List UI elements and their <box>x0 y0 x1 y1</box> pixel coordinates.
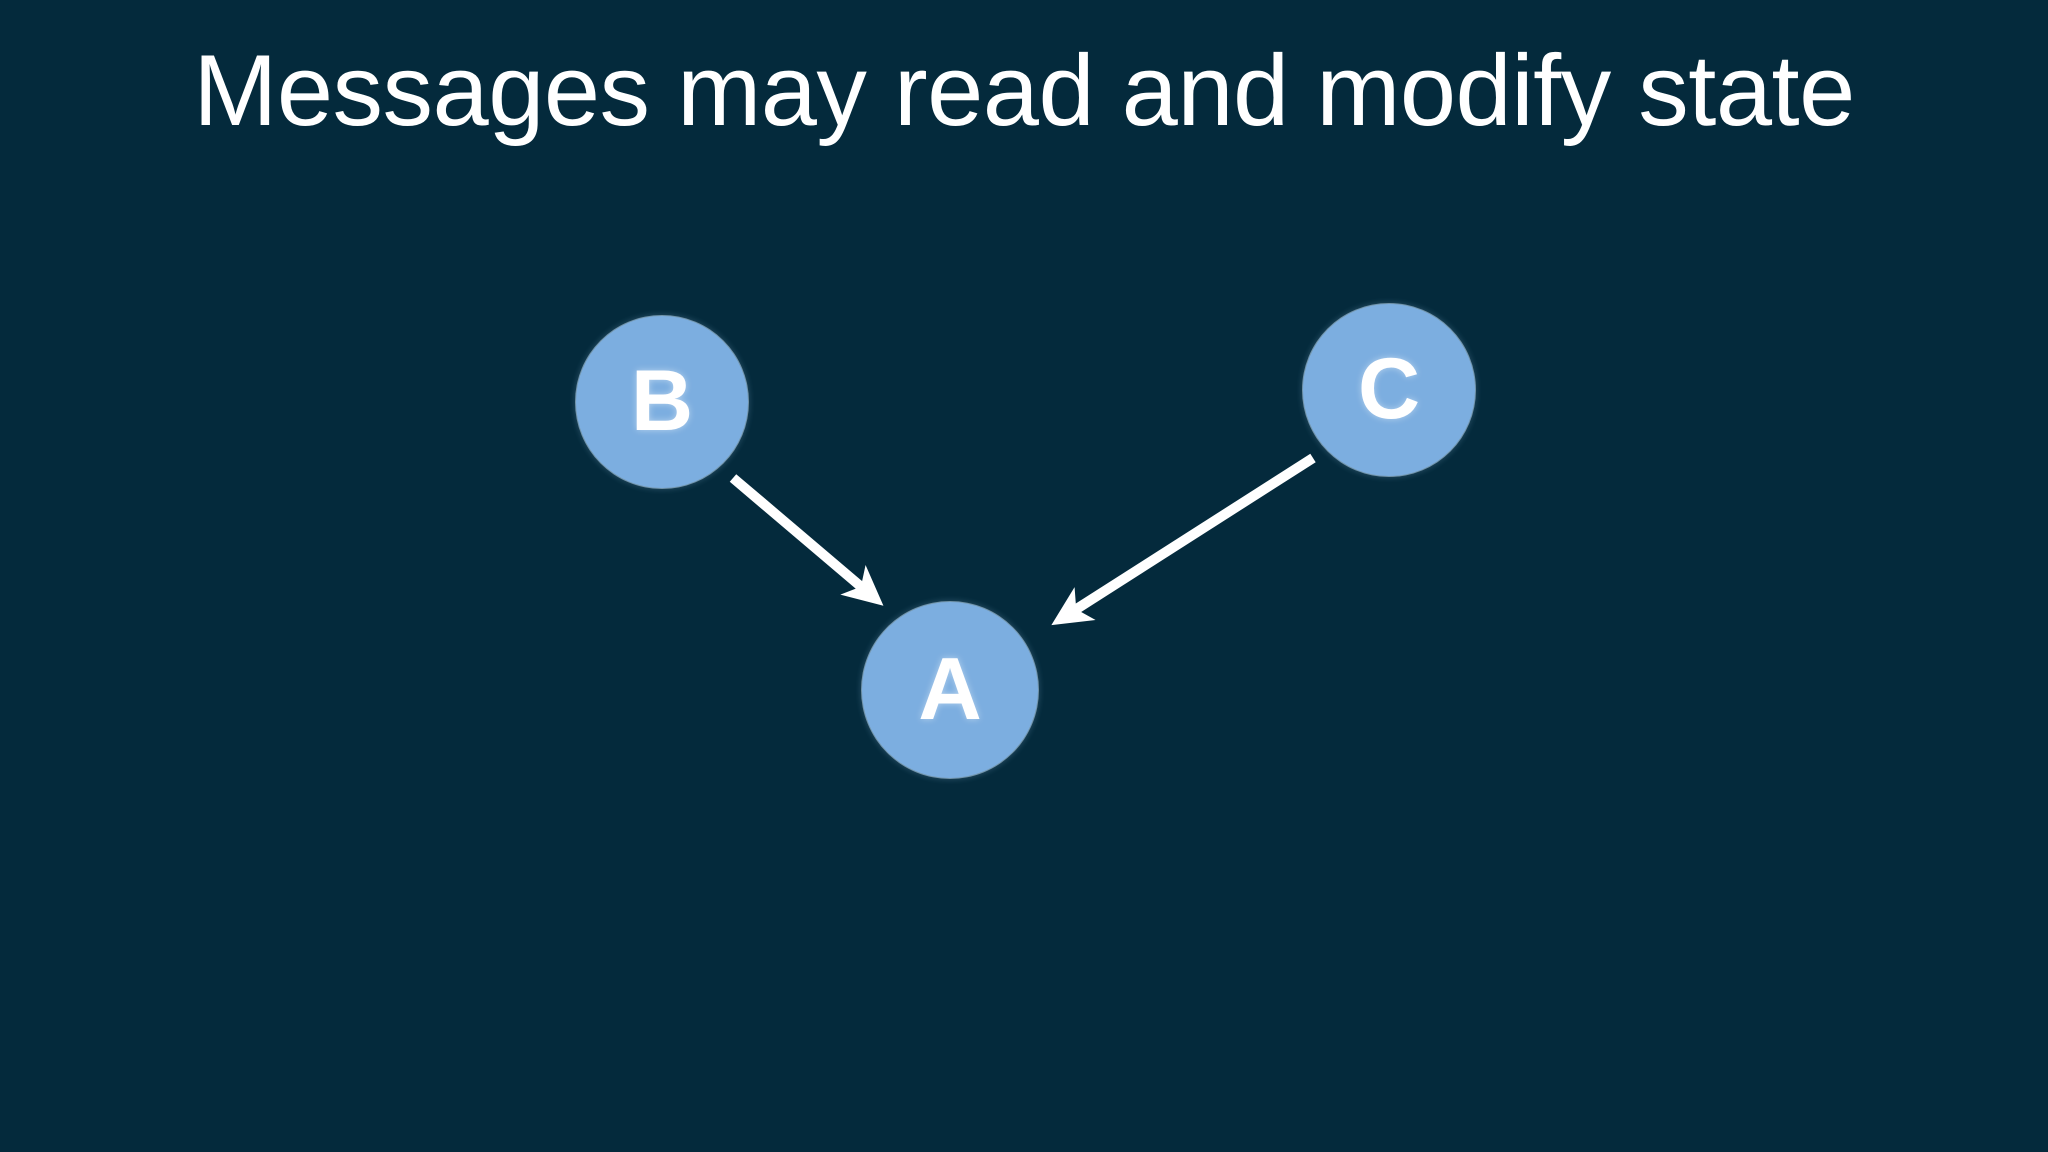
node-a-label: A <box>918 639 982 738</box>
node-b[interactable]: B <box>576 316 748 488</box>
arrow-b-to-a <box>729 474 884 606</box>
arrow-c-to-a <box>1051 453 1316 626</box>
page-title: Messages may read and modify state <box>193 35 1855 147</box>
node-c-label: C <box>1357 341 1421 437</box>
node-a[interactable]: A <box>862 602 1038 778</box>
node-c[interactable]: C <box>1303 304 1475 476</box>
node-b-label: B <box>630 353 694 449</box>
